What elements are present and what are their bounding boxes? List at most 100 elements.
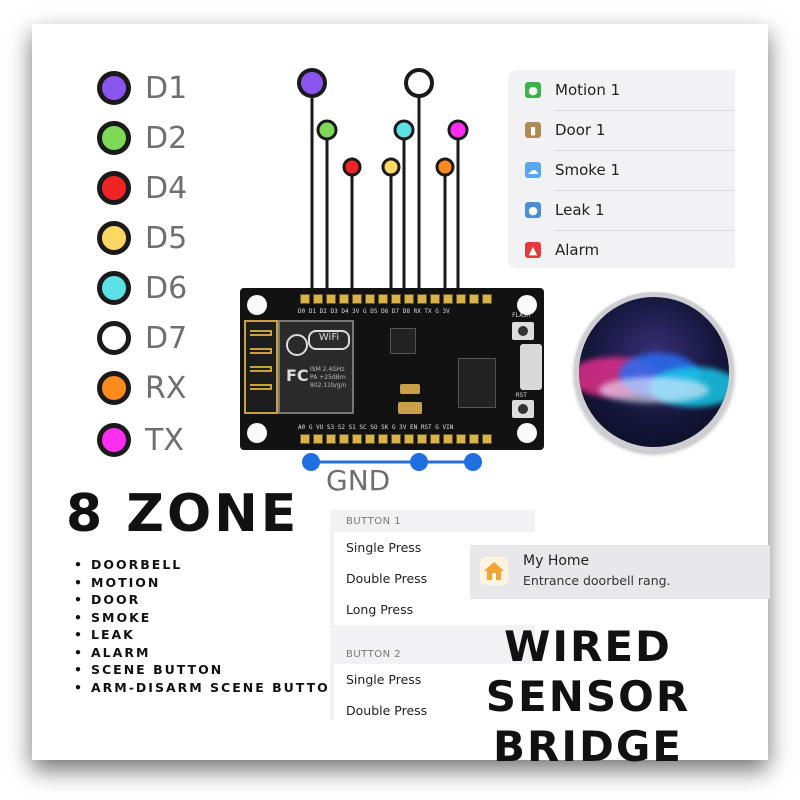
legend-row-d5: D5 [97, 216, 187, 260]
pin-dot-d2 [316, 119, 338, 141]
feature-item: SMOKE [74, 609, 342, 627]
shield-logo [286, 334, 308, 356]
reset-button [512, 400, 534, 418]
gnd-connector [302, 453, 482, 471]
pin-header-bottom [300, 434, 500, 444]
pin-dot-d5 [381, 157, 401, 177]
press-option[interactable]: Single Press [334, 664, 535, 695]
board-pin-labels-top: D0 D1 D2 D3 D4 3V G D5 D6 D7 D8 RX TX G … [298, 308, 450, 315]
feature-item: DOOR [74, 591, 342, 609]
feature-item: SCENE BUTTON [74, 661, 342, 679]
pin-dot-d6 [393, 119, 415, 141]
option-label: Single Press [346, 540, 422, 555]
press-option[interactable]: Double Press [334, 695, 535, 726]
option-label: Double Press [346, 703, 428, 718]
pin-dot-rx [435, 157, 455, 177]
pin-dot-d1 [297, 68, 327, 98]
capacitor [398, 402, 422, 414]
pin-dot-d7 [404, 68, 434, 98]
mount-hole [247, 295, 267, 315]
feature-item: MOTION [74, 574, 342, 592]
accessory-label: Motion 1 [555, 81, 621, 99]
option-label: Single Press [346, 672, 422, 687]
pin-header-top [300, 294, 500, 304]
zone-title: 8 ZONE [66, 484, 300, 544]
accessory-list: ● Motion 1 ▮ Door 1 ☁ Smoke 1 ● Leak 1 ▲… [508, 70, 735, 268]
accessory-row[interactable]: ▮ Door 1 [508, 110, 735, 150]
flash-button [512, 322, 534, 340]
mount-hole [247, 423, 267, 443]
motion-icon: ● [525, 82, 541, 98]
accessory-label: Smoke 1 [555, 161, 621, 179]
usb-chip [458, 358, 496, 408]
home-icon [480, 557, 508, 585]
wifi-logo: WiFi [308, 330, 350, 350]
accessory-label: Door 1 [555, 121, 606, 139]
feature-item: ALARM [74, 644, 342, 662]
option-label: Long Press [346, 602, 414, 617]
headline: WIRED SENSOR BRIDGE [432, 622, 744, 772]
legend-label: TX [145, 422, 184, 458]
siri-icon [574, 292, 734, 452]
alarm-icon: ▲ [525, 242, 541, 258]
flash-label: FLASH [512, 312, 531, 319]
mount-hole [517, 295, 537, 315]
headline-line: WIRED SENSOR [485, 622, 691, 721]
legend-label: D1 [145, 70, 188, 106]
smoke-icon: ☁ [525, 162, 541, 178]
home-notification[interactable]: My Home Entrance doorbell rang. [470, 545, 770, 599]
legend-label: D4 [145, 170, 188, 206]
legend-row-d6: D6 [97, 266, 187, 310]
pin-dot-tx [447, 119, 469, 141]
accessory-row[interactable]: ▲ Alarm [508, 230, 735, 270]
gnd-dot [302, 453, 320, 471]
section-header: BUTTON 1 [346, 516, 402, 527]
legend-row-rx: RX [97, 366, 186, 410]
headline-line: BRIDGE [492, 722, 683, 771]
feature-item: ARM-DISARM SCENE BUTTON [74, 679, 342, 697]
legend-row-d7: D7 [97, 316, 187, 360]
module-spec: ISM 2.4GHz PA +25dBm 802.11b/g/n [310, 366, 347, 389]
legend-row-d4: D4 [97, 166, 187, 210]
antenna-trace [244, 320, 278, 414]
legend-label: D6 [145, 270, 188, 306]
feature-item: DOORBELL [74, 556, 342, 574]
gnd-label: GND [326, 464, 391, 497]
legend-dot [97, 321, 131, 355]
micro-usb-port [520, 344, 542, 390]
door-icon: ▮ [525, 122, 541, 138]
legend-dot [97, 121, 131, 155]
gnd-dot [464, 453, 482, 471]
legend-dot [97, 71, 131, 105]
option-label: Double Press [346, 571, 428, 586]
feature-list: DOORBELL MOTION DOOR SMOKE LEAK ALARM SC… [74, 556, 342, 696]
legend-label: RX [145, 370, 187, 406]
legend-dot [97, 423, 131, 457]
feature-item: LEAK [74, 626, 342, 644]
legend-label: D7 [145, 320, 188, 356]
pin-dot-d4 [342, 157, 362, 177]
leak-icon: ● [525, 202, 541, 218]
accessory-row[interactable]: ☁ Smoke 1 [508, 150, 735, 190]
section-header: BUTTON 2 [346, 649, 402, 660]
accessory-row[interactable]: ● Motion 1 [508, 70, 735, 110]
legend-dot [97, 271, 131, 305]
accessory-row[interactable]: ● Leak 1 [508, 190, 735, 230]
mount-hole [517, 423, 537, 443]
legend-row-tx: TX [97, 418, 184, 462]
notification-body: Entrance doorbell rang. [523, 573, 671, 588]
press-option[interactable]: Long Press [334, 594, 535, 625]
legend-label: D5 [145, 220, 188, 256]
accessory-label: Leak 1 [555, 201, 605, 219]
gnd-dot [410, 453, 428, 471]
legend-row-d1: D1 [97, 66, 187, 110]
legend-row-d2: D2 [97, 116, 187, 160]
accessory-label: Alarm [555, 241, 600, 259]
esp-module: WiFi FC ISM 2.4GHz PA +25dBm 802.11b/g/n [278, 320, 354, 414]
legend-label: D2 [145, 120, 188, 156]
legend-dot [97, 221, 131, 255]
nodemcu-board: D0 D1 D2 D3 D4 3V G D5 D6 D7 D8 RX TX G … [240, 288, 544, 450]
rst-label: RST [516, 392, 527, 399]
legend-dot [97, 371, 131, 405]
